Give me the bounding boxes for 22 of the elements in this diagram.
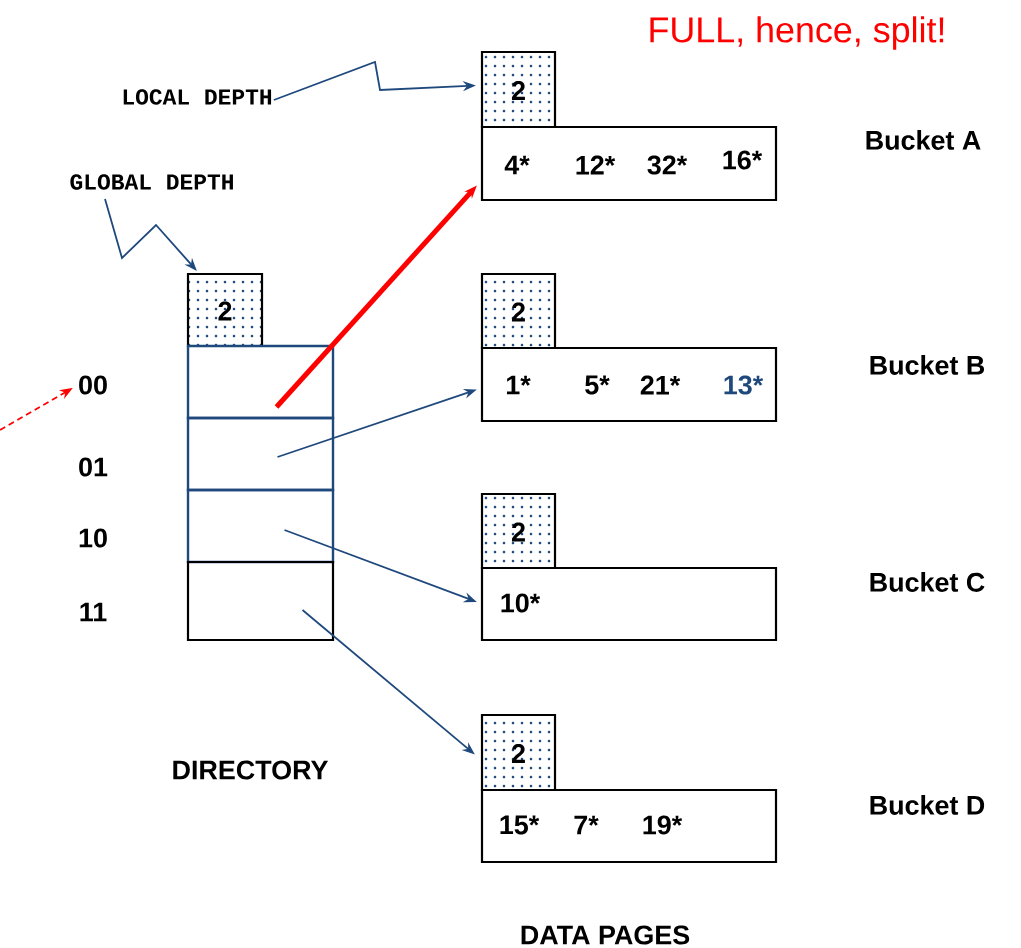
section-label: DIRECTORY (173, 760, 329, 780)
depth-label: GLOBAL DEPTH (70, 174, 233, 190)
depth-box: 2 (186, 272, 264, 348)
directory-cell (186, 488, 335, 564)
bit-label: 11 (80, 602, 107, 622)
bit-label: 01 (79, 457, 108, 477)
bucket-box: 4* 12* 32* 16* (480, 125, 778, 202)
bucket-box: 15* 7* 19* (480, 788, 778, 864)
bucket-label: Bucket A (866, 130, 981, 150)
bucket-label: Bucket D (870, 795, 985, 815)
bit-label: 00 (79, 375, 107, 395)
bucket-label: Bucket B (870, 355, 985, 375)
directory-cell (186, 416, 335, 492)
bucket-box: 10* (480, 566, 778, 642)
annotation: FULL, hence, split! (650, 16, 944, 50)
bucket-label: Bucket C (870, 572, 985, 592)
depth-label: LOCAL DEPTH (123, 89, 272, 105)
bit-label: 10 (79, 528, 107, 548)
directory-cell (186, 344, 335, 420)
section-label: DATA PAGES (521, 925, 690, 945)
directory-cell (186, 560, 335, 642)
bucket-box: 1* 5* 21* 13* (480, 346, 778, 423)
